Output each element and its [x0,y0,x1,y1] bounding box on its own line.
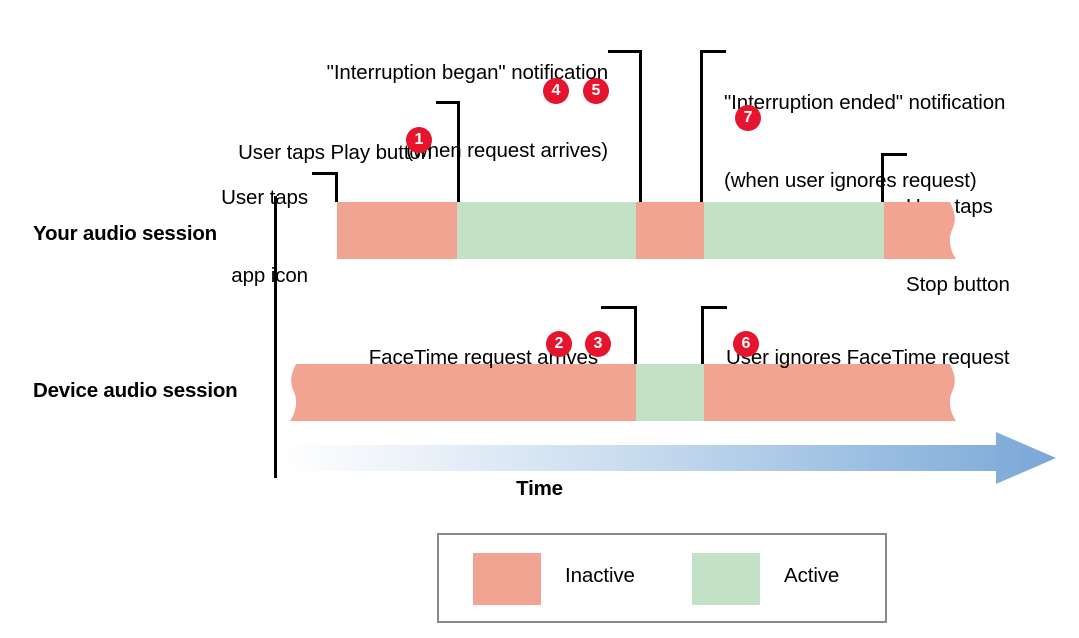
leader-line-user-taps-stop [881,153,907,202]
legend-item-inactive: Inactive [473,553,673,605]
annotation-facetime-request-arrives: FaceTime request arrives [336,293,598,423]
segment-active-1 [457,202,636,259]
legend-label-active: Active [784,564,840,587]
annotation-interruption-ended-line2: (when user ignores request) [724,169,977,192]
leader-line-interruption-began [608,50,642,202]
annotation-user-taps-stop-line2: Stop button [906,273,1010,296]
time-axis-arrow [278,432,1056,484]
legend-swatch-inactive [473,553,541,605]
time-axis-label: Time [516,477,563,500]
timeline-bar-device-audio-session [290,364,962,421]
segment-inactive-5 [704,364,930,421]
badge-4: 4 [543,78,569,104]
segment-inactive-1 [337,202,457,259]
badge-5: 5 [583,78,609,104]
annotation-user-ignores-facetime-line1: User ignores FaceTime request [726,346,1010,369]
torn-edge-left-row2 [290,364,314,421]
leader-line-facetime-request-arrives [601,306,637,364]
annotation-interruption-ended-line1: "Interruption ended" notification [724,91,1006,114]
leader-line-interruption-ended [700,50,726,202]
annotation-user-taps-app-icon-line1: User taps [221,186,308,209]
annotation-interruption-began-line1: "Interruption began" notification [326,61,608,84]
torn-edge-right-row2 [930,364,956,421]
badge-3: 3 [585,331,611,357]
vertical-axis [274,196,277,478]
segment-active-3 [636,364,704,421]
segment-active-2 [704,202,884,259]
segment-inactive-3 [884,202,932,259]
segment-inactive-4 [312,364,636,421]
legend: Inactive Active [437,533,887,623]
legend-swatch-active [692,553,760,605]
annotation-user-taps-play-line1: User taps Play button [238,141,432,164]
row-label-device-audio-session: Device audio session [33,379,238,402]
legend-item-active: Active [692,553,892,605]
annotation-facetime-request-arrives-line1: FaceTime request arrives [368,346,598,369]
badge-7: 7 [735,105,761,131]
legend-label-inactive: Inactive [565,564,635,587]
timeline-bar-your-audio-session [337,202,962,259]
badge-1: 1 [406,127,432,153]
annotation-user-ignores-facetime: User ignores FaceTime request [726,293,1066,423]
annotation-user-taps-app-icon-line2: app icon [231,264,308,287]
annotation-user-taps-play: User taps Play button [204,88,432,218]
row-label-your-audio-session: Your audio session [33,222,217,245]
leader-line-user-taps-app-icon [312,172,338,202]
segment-inactive-2 [636,202,704,259]
torn-edge-right-row1 [930,202,956,259]
leader-line-user-taps-play [436,101,460,202]
annotation-user-taps-app-icon: User taps app icon [178,133,308,341]
badge-6: 6 [733,331,759,357]
badge-2: 2 [546,331,572,357]
leader-line-user-ignores-facetime [701,306,727,364]
